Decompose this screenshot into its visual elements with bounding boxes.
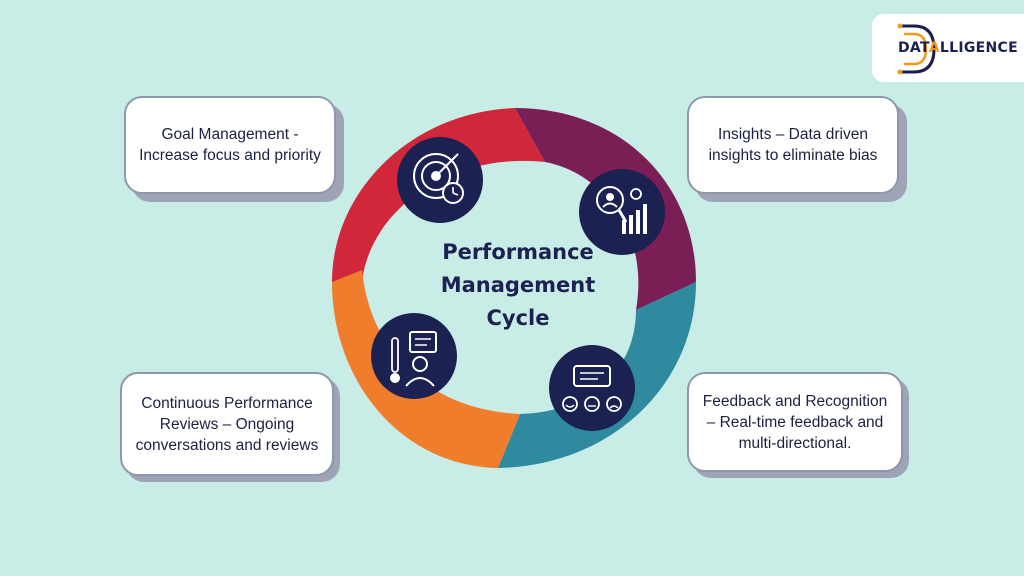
logo-card: DATALLIGENCE bbox=[872, 14, 1024, 82]
performance-review-person-icon bbox=[371, 313, 457, 399]
reviews-card-text: Continuous Performance Reviews – Ongoing… bbox=[135, 394, 319, 454]
cycle-segment-purple bbox=[515, 108, 696, 310]
goal-card: Goal Management - Increase focus and pri… bbox=[124, 96, 336, 194]
center-title-line-3: Cycle bbox=[486, 306, 550, 330]
logo-mark-icon bbox=[897, 23, 936, 75]
insights-card-text: Insights – Data driven insights to elimi… bbox=[708, 126, 878, 164]
target-clock-icon bbox=[397, 137, 483, 223]
cycle-segment-teal bbox=[498, 282, 696, 468]
reviews-card: Continuous Performance Reviews – Ongoing… bbox=[120, 372, 334, 476]
feedback-card-text: Feedback and Recognition – Real-time fee… bbox=[702, 392, 888, 452]
cycle-segment-orange bbox=[332, 270, 520, 468]
logo-text: DATALLIGENCE bbox=[898, 40, 1018, 56]
analytics-magnifier-icon bbox=[579, 169, 665, 255]
insights-card: Insights – Data driven insights to elimi… bbox=[687, 96, 899, 194]
cycle-segment-red bbox=[332, 108, 545, 282]
center-title-line-1: Performance bbox=[442, 240, 594, 264]
feedback-card: Feedback and Recognition – Real-time fee… bbox=[687, 372, 903, 472]
goal-card-text: Goal Management - Increase focus and pri… bbox=[139, 126, 321, 164]
center-title: Performance Management Cycle bbox=[418, 236, 618, 335]
feedback-faces-icon bbox=[549, 345, 635, 431]
center-title-line-2: Management bbox=[440, 273, 596, 297]
